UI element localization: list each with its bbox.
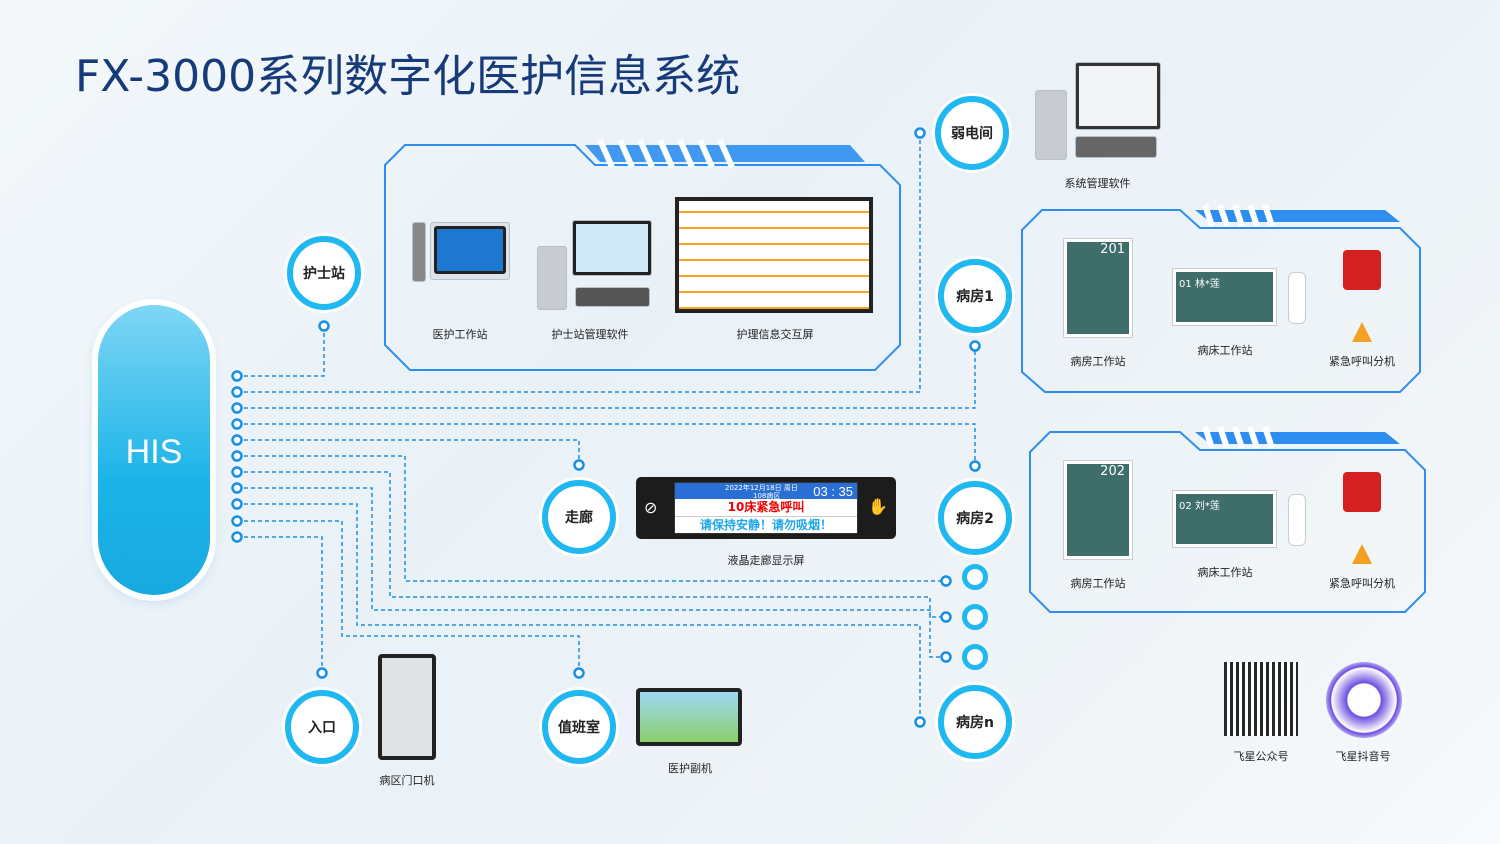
door-unit-image [378,654,436,760]
node-duty-room: 值班室 [542,690,616,764]
node-weak-room: 弱电间 [935,96,1009,170]
ward-ring [962,644,988,670]
lcd-date: 2022年12月18日 周日 [725,484,798,492]
node-corridor: 走廊 [542,480,616,554]
douyin-label: 飞星抖音号 [1335,750,1391,763]
patient-name: 林*莲 [1194,279,1220,290]
duty-unit-image [636,688,742,746]
emergency-button-image [1343,250,1381,290]
emergency-label: 紧急呼叫分机 [1329,577,1395,590]
server-tower-image [1035,90,1067,160]
hand-icon: ✋ [868,497,888,516]
bed-station-image: 02 刘*莲 [1172,490,1277,548]
room-station-label: 病房工作站 [1070,355,1126,368]
duty-unit-label: 医护副机 [668,762,712,775]
emergency-button-image [1343,472,1381,512]
handset-icon [412,222,426,282]
bed-station-label: 病床工作站 [1197,566,1253,579]
info-screen-image [675,197,873,313]
ward-ring [962,564,988,590]
page-title: FX-3000系列数字化医护信息系统 [75,51,741,102]
node-nurse-station: 护士站 [287,236,361,310]
no-smoking-icon: ⊘ [644,498,658,517]
his-cloud: HIS [98,305,210,595]
call-handle-image [1288,494,1306,546]
room-station-image: 201 [1063,238,1133,338]
node-ward1: 病房1 [938,259,1012,333]
node-ward-n: 病房n [938,685,1012,759]
pull-cord-icon [1352,322,1372,342]
pc-tower-image [537,246,567,310]
his-label: HIS [125,433,183,471]
door-unit-label: 病区门口机 [379,774,435,787]
nurse-terminal-image [430,222,510,280]
bed-number: 01 [1179,279,1192,290]
room-station-label: 病房工作站 [1070,577,1126,590]
keyboard-image [1075,136,1157,158]
server-monitor-image [1075,62,1161,130]
douyin-qr-code [1326,662,1402,738]
nurse-terminal-label: 医护工作站 [432,328,488,341]
room-number: 202 [1067,464,1129,556]
bed-number: 02 [1179,501,1192,512]
keyboard-image [575,287,650,307]
pull-cord-icon [1352,544,1372,564]
monitor-image [572,220,652,276]
wechat-qr-code [1224,662,1298,736]
wechat-label: 飞星公众号 [1233,750,1289,763]
lcd-time: 03 : 35 [813,484,853,499]
node-ward2: 病房2 [938,481,1012,555]
lcd-call-message: 10床紧急呼叫 [675,499,857,517]
room-number: 201 [1067,242,1129,334]
call-handle-image [1288,272,1306,324]
node-entrance: 入口 [285,690,359,764]
lcd-notice: 请保持安静！请勿吸烟！ [699,518,832,532]
ward-ring [962,604,988,630]
lcd-area: 108病区 [753,492,781,500]
emergency-label: 紧急呼叫分机 [1329,355,1395,368]
info-screen-label: 护理信息交互屏 [736,328,814,341]
patient-name: 刘*莲 [1194,501,1220,512]
nurse-software-label: 护士站管理软件 [551,328,629,341]
bed-station-label: 病床工作站 [1197,344,1253,357]
corridor-display-label: 液晶走廊显示屏 [727,554,805,567]
bed-station-image: 01 林*莲 [1172,268,1277,326]
room-station-image: 202 [1063,460,1133,560]
system-software-label: 系统管理软件 [1064,177,1131,190]
